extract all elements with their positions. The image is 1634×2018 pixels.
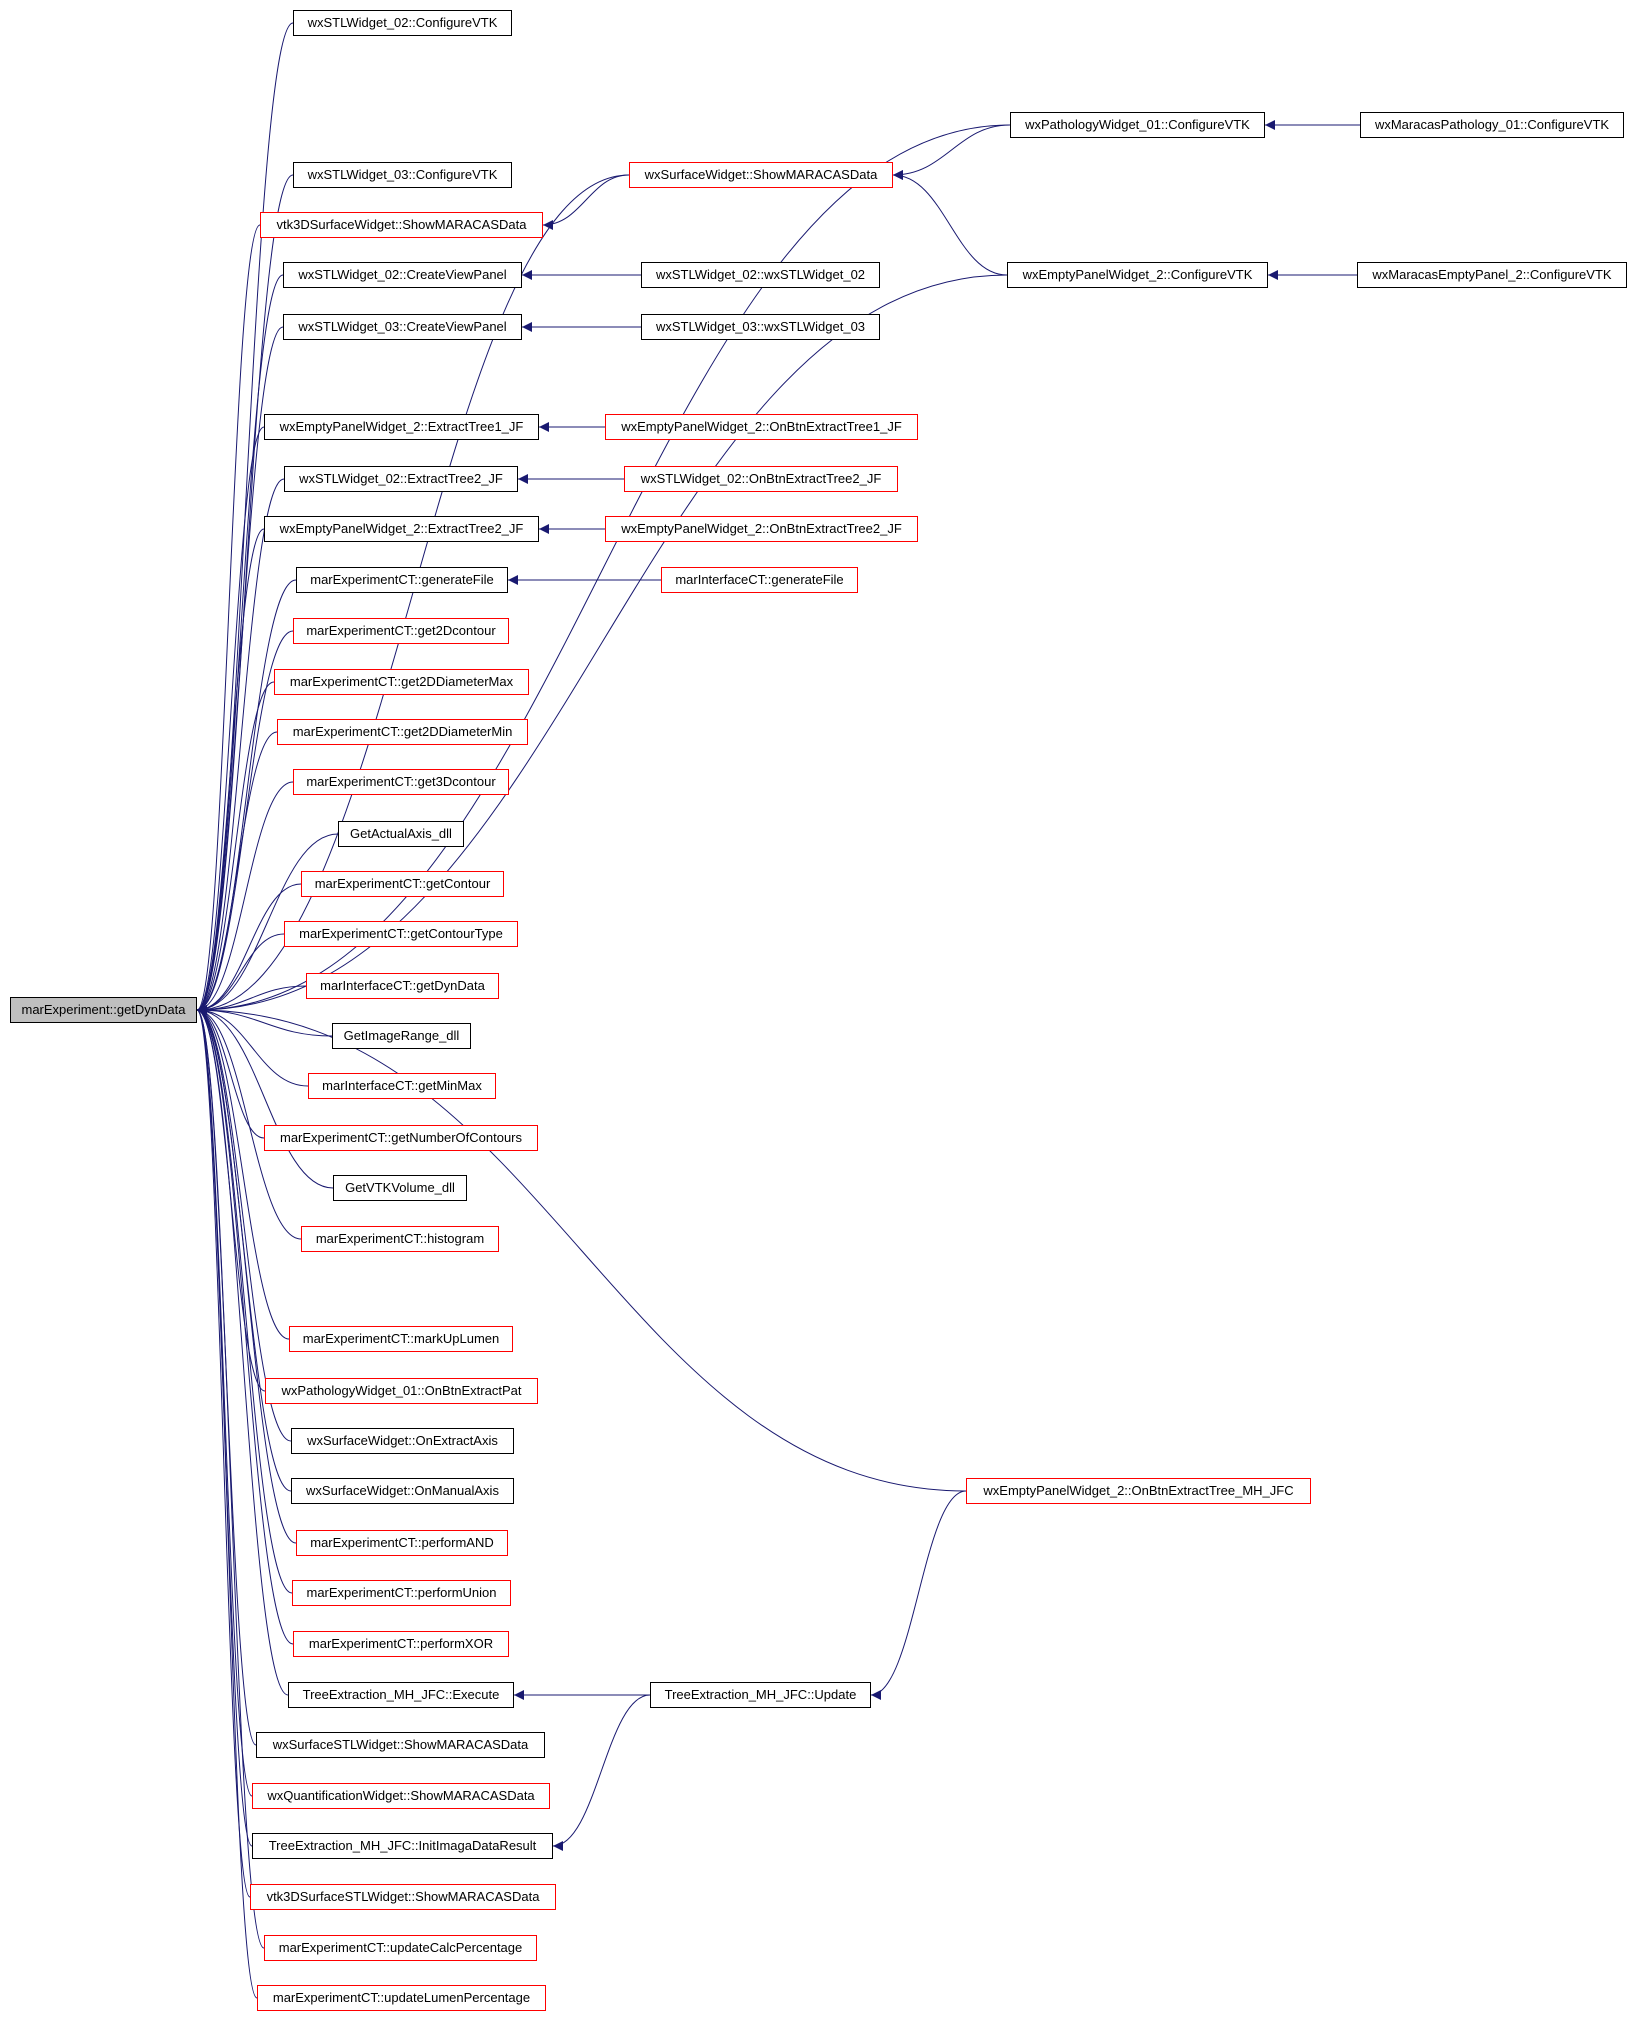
call-edge: [892, 170, 1008, 276]
graph-node[interactable]: wxSTLWidget_02::CreateViewPanel: [283, 262, 522, 288]
call-edge: [196, 1005, 309, 1087]
graph-node[interactable]: marExperimentCT::performXOR: [293, 1631, 509, 1657]
call-edge: [196, 681, 275, 1015]
call-edge: [196, 1005, 258, 1999]
graph-node[interactable]: marExperimentCT::getContourType: [284, 921, 518, 947]
graph-node[interactable]: wxMaracasPathology_01::ConfigureVTK: [1360, 112, 1624, 138]
graph-node[interactable]: GetImageRange_dll: [332, 1023, 471, 1049]
graph-node[interactable]: marInterfaceCT::getDynData: [306, 973, 499, 999]
graph-node[interactable]: wxEmptyPanelWidget_2::ExtractTree2_JF: [264, 516, 539, 542]
call-edge: [196, 731, 278, 1015]
graph-node[interactable]: marExperimentCT::updateCalcPercentage: [264, 1935, 537, 1961]
call-edge: [196, 1005, 290, 1340]
graph-node[interactable]: marInterfaceCT::getMinMax: [308, 1073, 496, 1099]
call-edge: [892, 124, 1011, 180]
call-edge: [196, 781, 294, 1015]
graph-node[interactable]: wxSTLWidget_02::OnBtnExtractTree2_JF: [624, 466, 898, 492]
call-edge: [196, 1005, 297, 1544]
graph-node[interactable]: wxSTLWidget_02::ConfigureVTK: [293, 10, 512, 36]
call-edge: [196, 985, 307, 1015]
graph-node[interactable]: wxSurfaceWidget::OnExtractAxis: [291, 1428, 514, 1454]
graph-node[interactable]: marExperimentCT::performAND: [296, 1530, 508, 1556]
call-edge: [196, 426, 265, 1015]
graph-node[interactable]: wxSurfaceWidget::OnManualAxis: [291, 1478, 514, 1504]
graph-node[interactable]: marExperimentCT::markUpLumen: [289, 1326, 513, 1352]
graph-node[interactable]: wxSTLWidget_03::CreateViewPanel: [283, 314, 522, 340]
graph-node[interactable]: wxSTLWidget_03::ConfigureVTK: [293, 162, 512, 188]
call-edge: [196, 274, 284, 1015]
graph-node[interactable]: wxEmptyPanelWidget_2::OnBtnExtractTree2_…: [605, 516, 918, 542]
graph-node[interactable]: marExperimentCT::get2Dcontour: [293, 618, 509, 644]
graph-node[interactable]: marExperimentCT::get2DDiameterMax: [274, 669, 529, 695]
call-edge: [196, 1005, 289, 1696]
graph-node[interactable]: marExperimentCT::getContour: [301, 871, 504, 897]
call-edge: [196, 579, 297, 1015]
graph-node[interactable]: marInterfaceCT::generateFile: [661, 567, 858, 593]
graph-node[interactable]: GetActualAxis_dll: [338, 821, 464, 847]
call-edge: [196, 1005, 251, 1898]
call-edge: [196, 1005, 253, 1797]
call-edge: [196, 1005, 302, 1240]
graph-node[interactable]: marExperimentCT::updateLumenPercentage: [257, 1985, 546, 2011]
graph-node[interactable]: wxEmptyPanelWidget_2::OnBtnExtractTree1_…: [605, 414, 918, 440]
call-edge: [196, 478, 285, 1015]
graph-node[interactable]: marExperimentCT::get3Dcontour: [293, 769, 509, 795]
graph-node[interactable]: TreeExtraction_MH_JFC::Execute: [288, 1682, 514, 1708]
call-edge: [196, 1005, 292, 1442]
call-edge: [552, 1694, 651, 1851]
graph-node[interactable]: wxSTLWidget_02::ExtractTree2_JF: [284, 466, 518, 492]
graph-node[interactable]: wxEmptyPanelWidget_2::OnBtnExtractTree_M…: [966, 1478, 1311, 1504]
graph-node[interactable]: marExperiment::getDynData: [10, 997, 197, 1023]
call-edge: [196, 833, 339, 1015]
graph-node[interactable]: TreeExtraction_MH_JFC::InitImagaDataResu…: [252, 1833, 553, 1859]
graph-node[interactable]: wxSurfaceSTLWidget::ShowMARACASData: [256, 1732, 545, 1758]
graph-node[interactable]: GetVTKVolume_dll: [333, 1175, 467, 1201]
call-edge: [196, 883, 302, 1015]
graph-node[interactable]: vtk3DSurfaceSTLWidget::ShowMARACASData: [250, 1884, 556, 1910]
call-edge: [870, 1490, 967, 1700]
graph-node[interactable]: marExperimentCT::get2DDiameterMin: [277, 719, 528, 745]
graph-node[interactable]: wxPathologyWidget_01::ConfigureVTK: [1010, 112, 1265, 138]
graph-node[interactable]: wxQuantificationWidget::ShowMARACASData: [252, 1783, 550, 1809]
graph-node[interactable]: TreeExtraction_MH_JFC::Update: [650, 1682, 871, 1708]
graph-node[interactable]: wxEmptyPanelWidget_2::ConfigureVTK: [1007, 262, 1268, 288]
graph-node[interactable]: wxSTLWidget_02::wxSTLWidget_02: [641, 262, 880, 288]
graph-node[interactable]: vtk3DSurfaceWidget::ShowMARACASData: [260, 212, 543, 238]
call-edge: [196, 326, 284, 1015]
graph-node[interactable]: marExperimentCT::generateFile: [296, 567, 508, 593]
graph-node[interactable]: wxSTLWidget_03::wxSTLWidget_03: [641, 314, 880, 340]
graph-node[interactable]: marExperimentCT::histogram: [301, 1226, 499, 1252]
call-edge: [196, 933, 285, 1015]
call-edge: [542, 174, 630, 230]
call-edge: [196, 1005, 333, 1037]
graph-node[interactable]: wxEmptyPanelWidget_2::ExtractTree1_JF: [264, 414, 539, 440]
call-edge: [196, 224, 261, 1015]
graph-node[interactable]: marExperimentCT::getNumberOfContours: [264, 1125, 538, 1151]
call-edge: [196, 1005, 334, 1189]
graph-node[interactable]: wxMaracasEmptyPanel_2::ConfigureVTK: [1357, 262, 1627, 288]
call-edge: [196, 528, 265, 1015]
graph-node[interactable]: wxPathologyWidget_01::OnBtnExtractPat: [265, 1378, 538, 1404]
call-edge: [196, 1005, 294, 1645]
graph-node[interactable]: wxSurfaceWidget::ShowMARACASData: [629, 162, 893, 188]
graph-node[interactable]: marExperimentCT::performUnion: [292, 1580, 511, 1606]
